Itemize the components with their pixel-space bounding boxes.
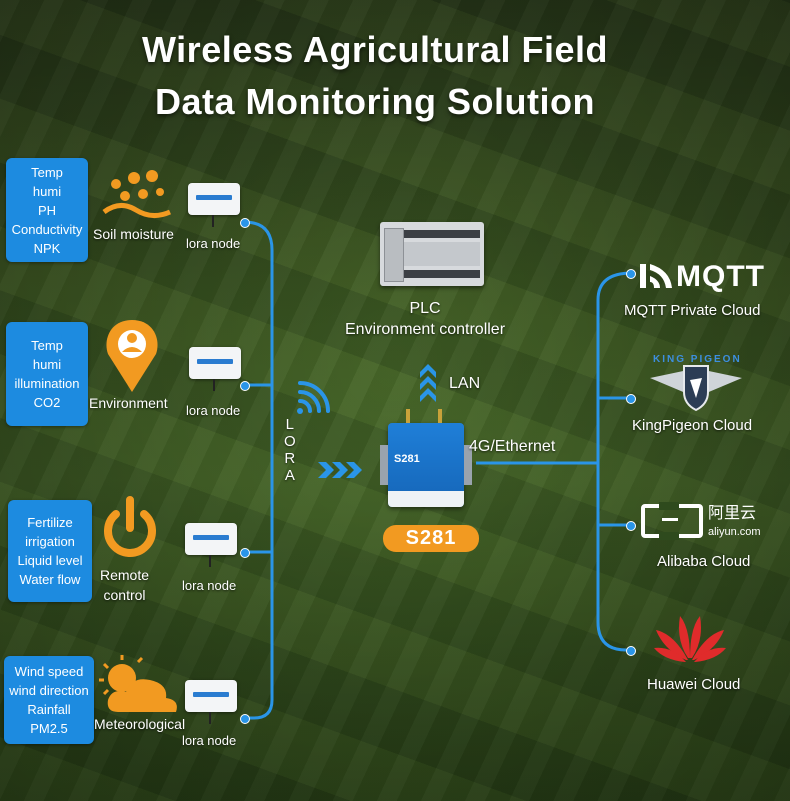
lora-node-label: lora node bbox=[186, 236, 241, 251]
param-label: Wind speed bbox=[14, 664, 84, 679]
ethernet-label: 4G/Ethernet bbox=[469, 438, 556, 455]
param-label: PH bbox=[37, 202, 57, 218]
lora-node-label: lora node bbox=[182, 578, 237, 593]
lora-node-device bbox=[189, 347, 241, 391]
chevron-arrows-icon bbox=[318, 462, 362, 478]
wifi-signal-icon bbox=[297, 381, 330, 414]
param-label: Fertilize bbox=[27, 515, 73, 530]
connector-dot bbox=[240, 218, 250, 228]
param-label: illumination bbox=[14, 376, 80, 391]
control-params-tag: Fertilize irrigation Liquid level Water … bbox=[8, 500, 92, 602]
param-label: Temp bbox=[31, 164, 63, 180]
plc-label-line-1: PLC bbox=[409, 300, 441, 317]
environment-params-tag: Temp humi illumination CO2 bbox=[6, 322, 88, 426]
soil-moisture-label: Soil moisture bbox=[93, 226, 174, 242]
param-label: Conductivity bbox=[11, 221, 83, 237]
connector-dot bbox=[626, 394, 636, 404]
alibaba-cloud-label: Alibaba Cloud bbox=[657, 553, 751, 570]
mqtt-logo: MQTT bbox=[676, 260, 765, 293]
param-label: PM2.5 bbox=[30, 721, 68, 736]
param-label: Water flow bbox=[19, 572, 81, 587]
remote-control-line-2: control bbox=[103, 587, 146, 603]
remote-control-label: Remote control bbox=[100, 565, 149, 605]
connector-dot bbox=[240, 381, 250, 391]
location-pin-icon bbox=[106, 320, 158, 392]
param-label: CO2 bbox=[33, 395, 61, 410]
connector-dot bbox=[626, 646, 636, 656]
lora-letter: L bbox=[285, 416, 294, 433]
weather-params-tag: Wind speed wind direction Rainfall PM2.5 bbox=[4, 656, 94, 744]
soil-params-tag: Temp humi PH Conductivity NPK bbox=[6, 158, 88, 262]
lora-letter: R bbox=[284, 450, 296, 467]
power-icon bbox=[104, 496, 156, 557]
plc-label: PLC Environment controller bbox=[330, 298, 520, 340]
plc-label-line-2: Environment controller bbox=[344, 321, 506, 338]
aliyun-logo-text: 阿里云 aliyun.com bbox=[708, 505, 761, 541]
title-line-1: Wireless Agricultural Field bbox=[142, 29, 608, 70]
param-label: wind direction bbox=[9, 683, 89, 698]
param-label: NPK bbox=[33, 240, 61, 256]
s281-gateway-device: S281 bbox=[380, 409, 472, 507]
param-label: irrigation bbox=[25, 534, 75, 549]
lora-node-label: lora node bbox=[186, 403, 241, 418]
s281-badge: S281 bbox=[383, 525, 479, 552]
mqtt-signal-icon bbox=[640, 264, 672, 288]
gateway-device-name: S281 bbox=[394, 453, 420, 465]
lora-node-device bbox=[185, 680, 237, 724]
connector-dot bbox=[240, 714, 250, 724]
aliyun-logo-cn: 阿里云 bbox=[708, 505, 757, 522]
soil-moisture-icon bbox=[102, 170, 172, 218]
lora-letter: A bbox=[284, 467, 295, 484]
lora-letter: O bbox=[284, 433, 296, 450]
kingpigeon-cloud-label: KingPigeon Cloud bbox=[632, 417, 753, 434]
lora-node-label: lora node bbox=[182, 733, 237, 748]
lora-node-device bbox=[188, 183, 240, 227]
huawei-logo-icon bbox=[654, 616, 726, 662]
param-label: humi bbox=[32, 357, 62, 372]
param-label: Temp bbox=[31, 338, 63, 353]
param-label: Liquid level bbox=[17, 553, 83, 568]
remote-control-line-1: Remote bbox=[100, 567, 150, 583]
lora-vertical-label: L O R A bbox=[284, 416, 296, 484]
param-label: humi bbox=[32, 183, 62, 199]
meteorological-label: Meteorological bbox=[94, 716, 186, 732]
kingpigeon-logo-icon bbox=[650, 365, 742, 412]
page-title: Wireless Agricultural Field Data Monitor… bbox=[0, 24, 750, 128]
aliyun-logo-en: aliyun.com bbox=[708, 526, 761, 538]
up-arrows-icon bbox=[420, 364, 436, 402]
huawei-cloud-label: Huawei Cloud bbox=[647, 676, 741, 693]
lan-label: LAN bbox=[449, 375, 481, 392]
aliyun-logo-icon bbox=[641, 502, 703, 540]
connector-dot bbox=[240, 548, 250, 558]
kingpigeon-logo-text: KING PIGEON bbox=[653, 354, 742, 365]
sun-cloud-icon bbox=[99, 655, 177, 712]
lora-node-device bbox=[185, 523, 237, 567]
connector-dot bbox=[626, 269, 636, 279]
connector-dot bbox=[626, 521, 636, 531]
title-line-2: Data Monitoring Solution bbox=[155, 81, 595, 122]
plc-device bbox=[380, 222, 484, 286]
mqtt-cloud-label: MQTT Private Cloud bbox=[624, 302, 761, 319]
environment-label: Environment bbox=[89, 395, 168, 411]
param-label: Rainfall bbox=[27, 702, 71, 717]
